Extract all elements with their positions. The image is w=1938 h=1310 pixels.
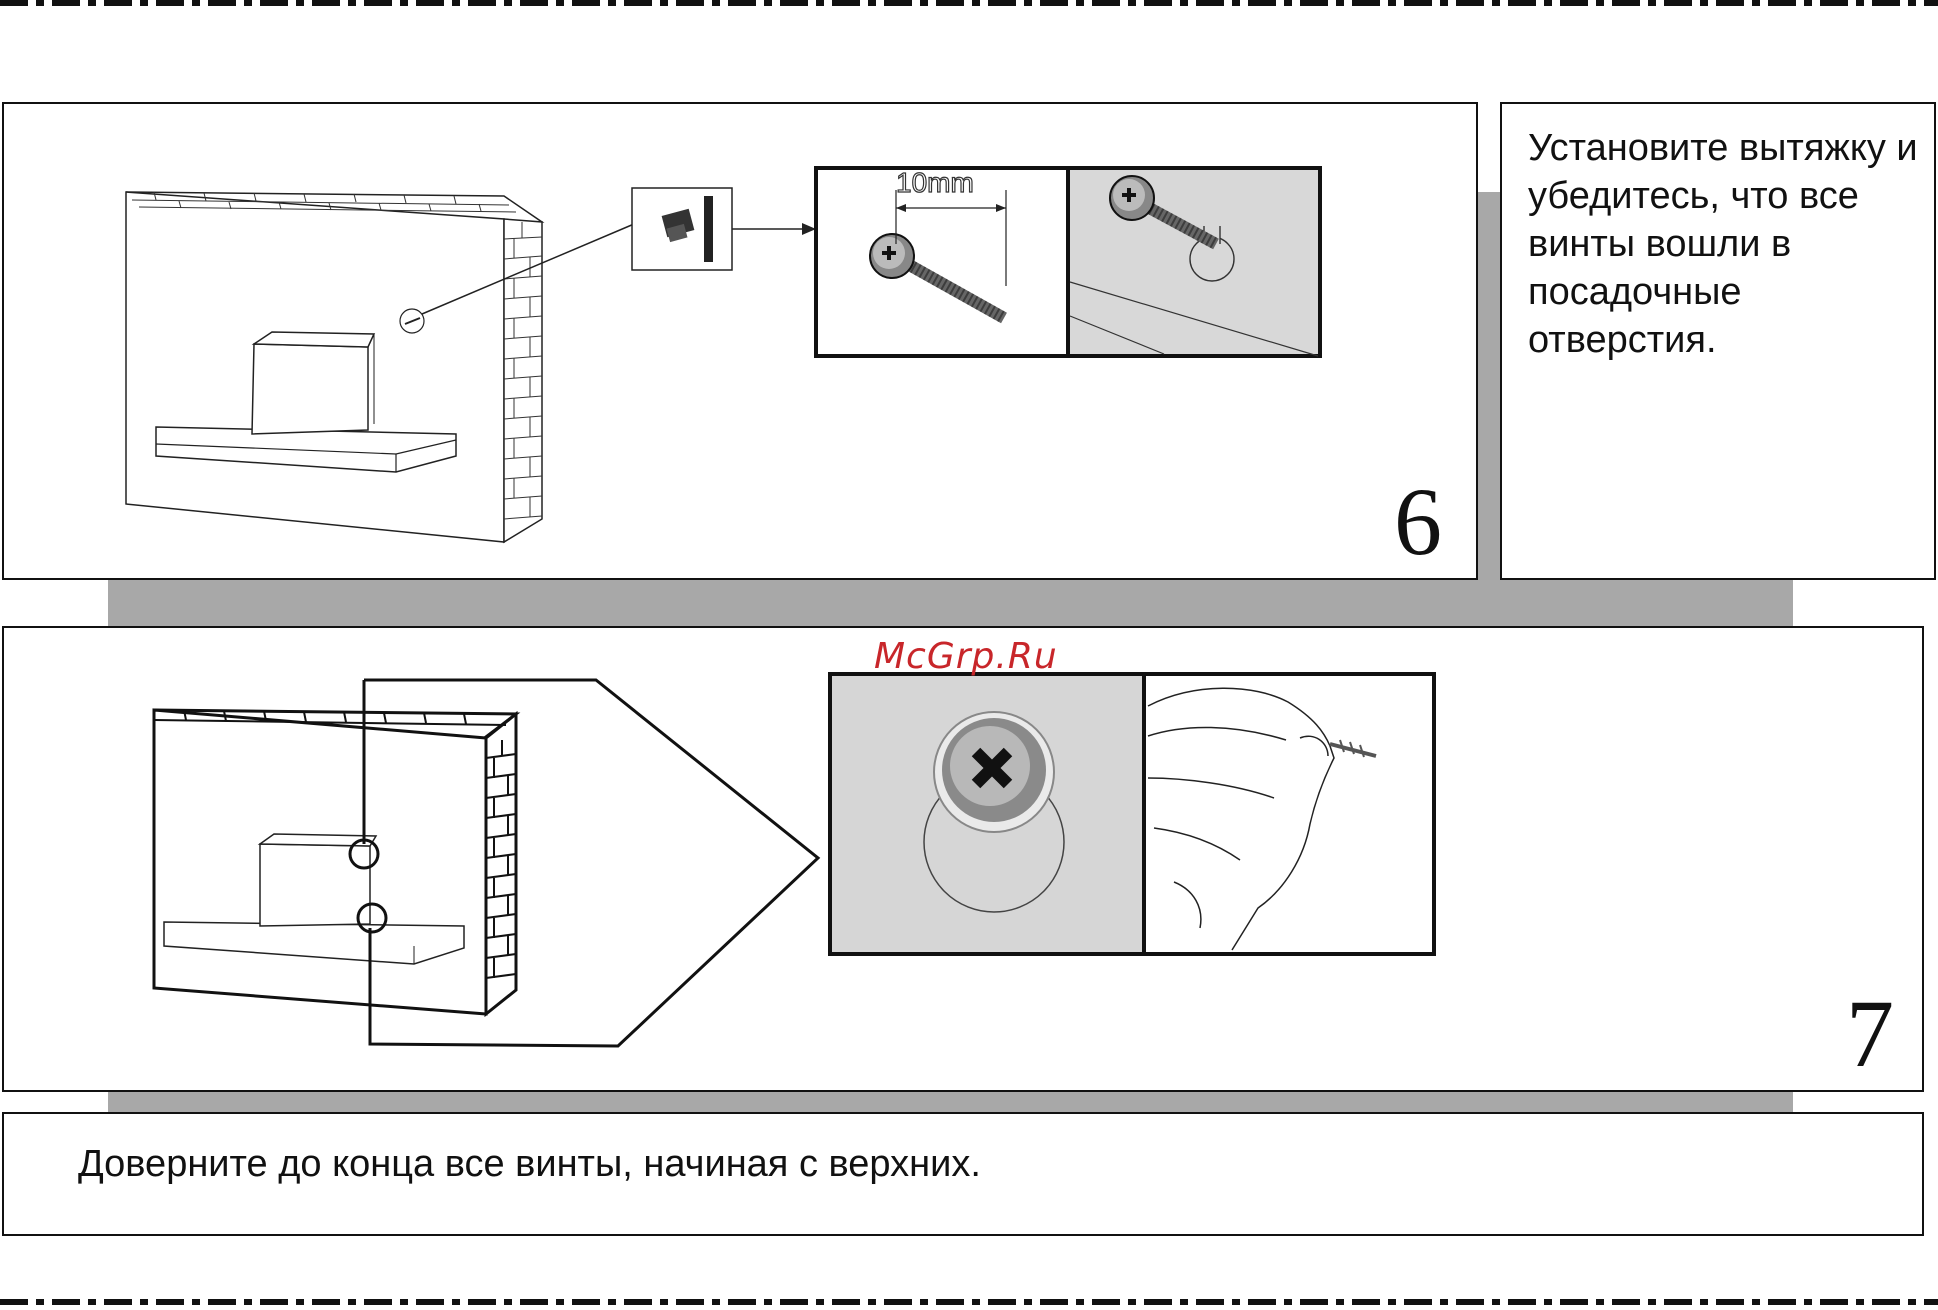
tighten-screws-illustration — [4, 628, 1926, 1094]
watermark: McGrp.Ru — [874, 636, 1058, 677]
step7-number: 7 — [1846, 986, 1894, 1082]
step6-number: 6 — [1394, 474, 1442, 570]
step6-instruction: Установите вытяжку и убедитесь, что все … — [1528, 124, 1928, 364]
step6-side-shadow — [1477, 192, 1502, 578]
bottom-dashed-border — [0, 1298, 1938, 1306]
wall-with-hood-illustration: 10mm — [4, 104, 1480, 582]
step7-illustration-panel: McGrp.Ru 7 — [2, 626, 1924, 1092]
step6-shadow — [108, 578, 1793, 628]
step6-text-panel: Установите вытяжку и убедитесь, что все … — [1500, 102, 1936, 580]
step6-illustration-panel: 10mm 6 — [2, 102, 1478, 580]
dimension-label: 10mm — [896, 167, 974, 198]
step7-text-panel: Доверните до конца все винты, начиная с … — [2, 1112, 1924, 1236]
step7-instruction: Доверните до конца все винты, начиная с … — [78, 1140, 1878, 1188]
top-dashed-border — [0, 0, 1938, 8]
